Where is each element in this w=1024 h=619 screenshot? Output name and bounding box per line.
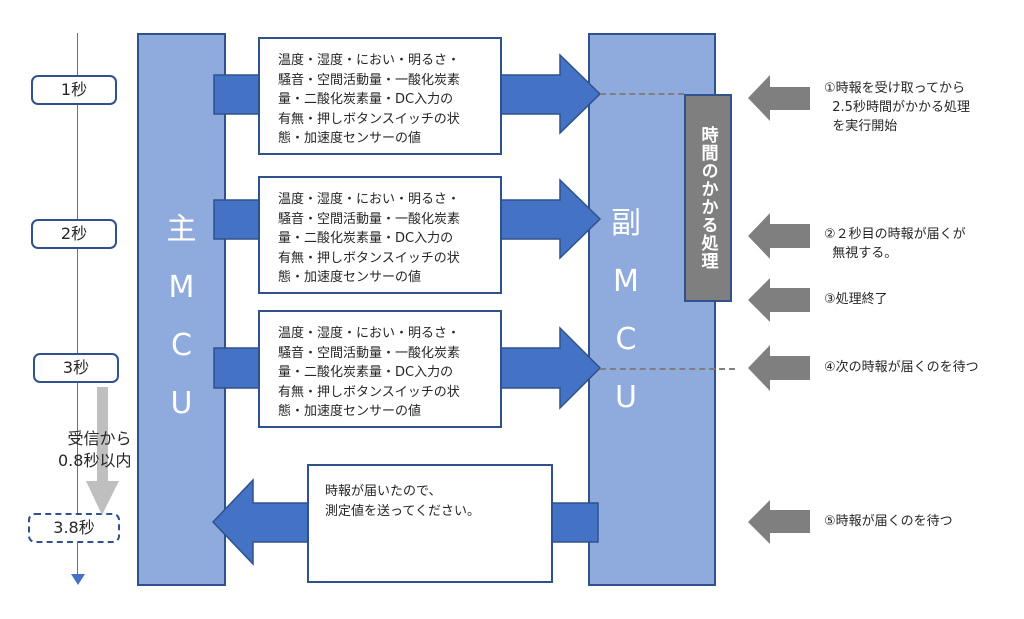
main-mcu-block: 主 M C U (137, 33, 226, 586)
note-2-ignore-signal: ②２秒目の時報が届くが 無視する。 (824, 227, 966, 261)
time-label-3-8s: 3.8秒 (28, 513, 120, 543)
note-1-start-processing: ①時報を受け取ってから 2.5秒時間がかかる処理 を実行開始 (824, 81, 970, 134)
sensor-data-line: 騒音・空間活動量・一酸化炭素 (278, 72, 461, 88)
time-signal-request-box: 時報が届いたので、 測定値を送ってください。 (307, 464, 553, 583)
sensor-data-line: 態・加速度センサーの値 (278, 270, 422, 285)
sub-mcu-label: 副 M C U (590, 195, 662, 427)
event-arrow-4 (748, 345, 810, 391)
time-label-1s: 1秒 (31, 75, 117, 105)
sub-mcu-char: 副 (611, 206, 641, 241)
event-arrow-5 (748, 500, 810, 544)
note-3-processing-end: ③処理終了 (824, 292, 888, 307)
note-4-wait-next-signal: ④次の時報が届くのを待つ (824, 360, 979, 375)
request-line-1: 時報が届いたので、 (325, 484, 442, 499)
sub-mcu-char: U (615, 380, 637, 415)
timeline-arrowhead-icon (71, 574, 85, 585)
response-window-note-line2: 0.8秒以内 (58, 451, 132, 470)
sensor-data-line: 量・二酸化炭素量・DC入力の (278, 231, 454, 246)
sub-mcu-char: M (613, 264, 639, 299)
request-line-2: 測定値を送ってください。 (325, 503, 480, 519)
sensor-data-box-3: 温度・湿度・におい・明るさ・ 騒音・空間活動量・一酸化炭素 量・二酸化炭素量・D… (258, 310, 502, 428)
response-window-arrow-shape (86, 387, 119, 515)
sensor-data-line: 態・加速度センサーの値 (278, 131, 422, 146)
long-processing-box: 時間のかかる処理 (684, 94, 732, 302)
event-arrow-3 (748, 278, 810, 322)
long-processing-label: 時間のかかる処理 (697, 126, 718, 270)
sensor-data-line: 量・二酸化炭素量・DC入力の (278, 92, 454, 107)
sensor-data-line: 態・加速度センサーの値 (278, 404, 422, 419)
sensor-data-line: 有無・押しボタンスイッチの状 (278, 111, 460, 127)
main-mcu-char: M (168, 270, 195, 305)
time-label-3s: 3秒 (33, 353, 119, 383)
response-window-note-line1: 受信から (67, 429, 132, 448)
time-label-2s: 2秒 (31, 219, 117, 249)
main-mcu-char: U (170, 386, 193, 421)
sensor-data-line: 温度・湿度・におい・明るさ・ (278, 192, 461, 207)
sensor-data-box-1: 温度・湿度・におい・明るさ・ 騒音・空間活動量・一酸化炭素 量・二酸化炭素量・D… (258, 37, 502, 155)
sensor-data-line: 温度・湿度・におい・明るさ・ (278, 326, 461, 341)
sensor-data-line: 温度・湿度・におい・明るさ・ (278, 53, 461, 68)
response-window-note: 受信から 0.8秒以内 (58, 428, 131, 472)
sub-mcu-char: C (615, 322, 637, 357)
sensor-data-line: 有無・押しボタンスイッチの状 (278, 250, 460, 266)
main-mcu-char: 主 (166, 212, 197, 247)
main-mcu-label: 主 M C U (139, 201, 224, 433)
timeline-axis (77, 33, 78, 581)
sensor-data-line: 有無・押しボタンスイッチの状 (278, 384, 460, 400)
sensor-data-line: 騒音・空間活動量・一酸化炭素 (278, 211, 461, 227)
wait-dashed-line (600, 368, 735, 370)
processing-start-dashed-line (600, 93, 684, 95)
event-arrow-2 (748, 213, 810, 259)
note-5-wait-signal: ⑤時報が届くのを待つ (824, 514, 953, 529)
event-arrow-1 (748, 75, 810, 121)
sensor-data-line: 騒音・空間活動量・一酸化炭素 (278, 345, 461, 361)
sensor-data-line: 量・二酸化炭素量・DC入力の (278, 365, 454, 380)
main-mcu-char: C (171, 328, 192, 363)
sensor-data-box-2: 温度・湿度・におい・明るさ・ 騒音・空間活動量・一酸化炭素 量・二酸化炭素量・D… (258, 176, 502, 294)
